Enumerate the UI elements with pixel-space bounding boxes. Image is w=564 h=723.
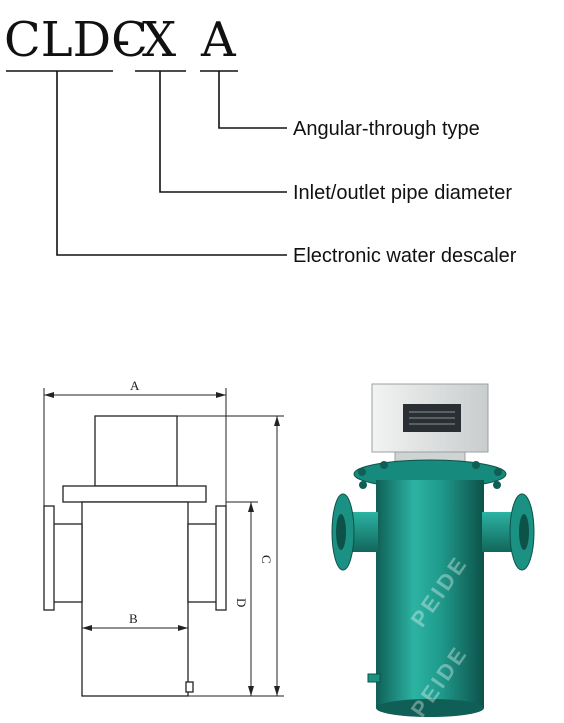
drain-valve — [367, 673, 381, 683]
dim-d-label: D — [234, 598, 249, 607]
dim-b-label: B — [129, 611, 138, 626]
left-pipe-outline — [51, 523, 83, 603]
drain-outline — [185, 681, 194, 693]
product-photo: PEIDE PEIDE — [331, 383, 535, 722]
legend-angular-through: Angular-through type — [293, 118, 480, 140]
leader-descaler — [56, 71, 287, 256]
dim-d-arrow-bottom — [248, 686, 254, 696]
leader-diameter — [159, 71, 287, 193]
dim-a-label: A — [130, 378, 140, 393]
legend-descaler: Electronic water descaler — [293, 245, 517, 267]
control-box-outline — [94, 415, 178, 487]
code-x: X — [142, 12, 176, 68]
leader-angular — [218, 71, 287, 129]
technical-drawing: A B C D — [43, 378, 284, 697]
code-suffix: A — [200, 12, 237, 68]
dim-a-arrow-left — [44, 392, 54, 398]
main-cylinder — [376, 480, 484, 708]
model-code: CLDC - X A — [4, 12, 237, 68]
dim-c-arrow-top — [274, 416, 280, 426]
body-outline — [81, 501, 189, 697]
code-prefix: CLDC — [4, 12, 148, 68]
dim-c-arrow-bottom — [274, 686, 280, 696]
top-flange-outline — [62, 485, 207, 503]
dim-d-arrow-top — [248, 502, 254, 512]
code-dash: - — [114, 12, 130, 68]
right-pipe-outline — [187, 523, 219, 603]
dim-b-arrow-left — [82, 625, 92, 631]
cylinder-bottom — [376, 699, 484, 717]
right-flange-outline — [215, 505, 227, 611]
dim-a-arrow-right — [216, 392, 226, 398]
legend-pipe-diameter: Inlet/outlet pipe diameter — [293, 182, 512, 204]
dim-b-arrow-right — [178, 625, 188, 631]
dim-c-label: C — [259, 555, 274, 564]
left-flange-outline — [43, 505, 55, 611]
